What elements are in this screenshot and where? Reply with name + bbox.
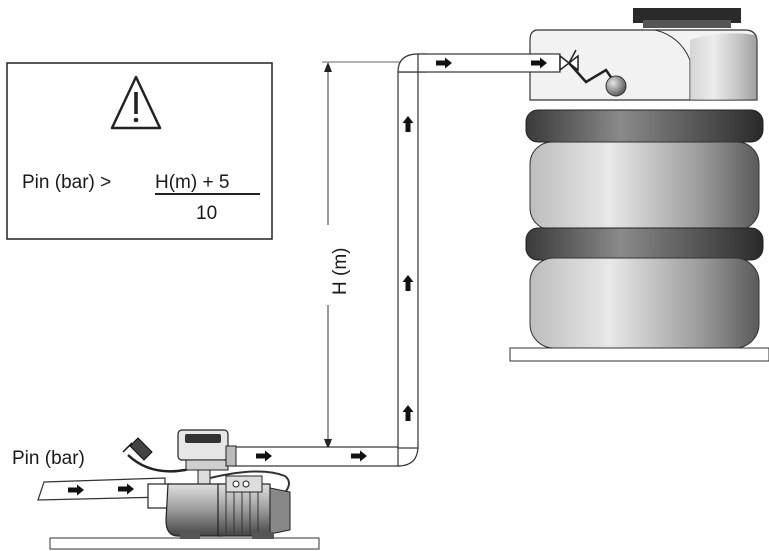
flow-arrow-icon — [402, 116, 414, 132]
inlet-pressure-label: Pin (bar) — [12, 448, 85, 469]
flow-arrow-icon — [402, 405, 414, 421]
height-dimension: H (m) — [322, 61, 405, 450]
formula-numerator: H(m) + 5 — [155, 172, 229, 193]
formula-denominator: 10 — [196, 203, 217, 224]
warning-triangle-icon — [110, 75, 162, 130]
height-label: H (m) — [330, 248, 351, 295]
delivery-pipe — [231, 53, 561, 467]
formula-lhs: Pin (bar) > — [22, 172, 111, 193]
flow-arrow-icon — [256, 450, 272, 462]
flow-arrow-icon — [402, 275, 414, 291]
flow-arrow-icon — [68, 484, 84, 496]
flow-arrow-icon — [118, 483, 134, 495]
pump-base — [49, 537, 320, 550]
flow-arrow-icon — [436, 57, 452, 69]
tank-base — [509, 347, 769, 362]
inlet-pipe — [37, 477, 166, 501]
flow-arrow-icon — [531, 57, 547, 69]
flow-arrow-icon — [351, 450, 367, 462]
pump-icon — [122, 429, 291, 539]
flow-arrows — [68, 57, 547, 496]
float-valve-icon — [559, 49, 627, 97]
warning-formula-box: Pin (bar) > H(m) + 5 10 — [6, 62, 273, 240]
